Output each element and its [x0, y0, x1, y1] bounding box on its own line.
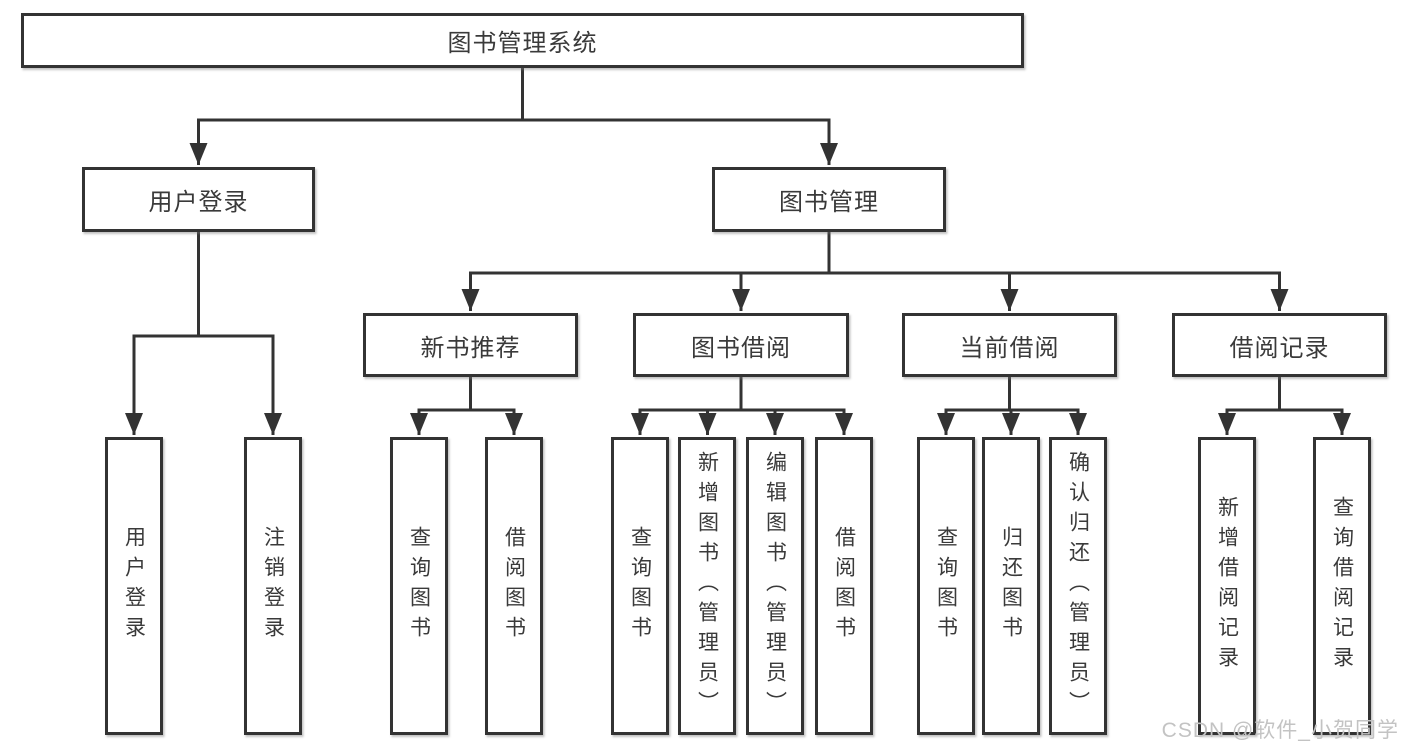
- node-book-borrow: 图书借阅: [633, 313, 849, 377]
- node-leaf-borrow-book-recommend: 借阅图书: [485, 437, 543, 735]
- node-leaf-search-book-current-label: 查询图书: [934, 526, 958, 646]
- node-leaf-borrow-book-recommend-label: 借阅图书: [502, 526, 526, 646]
- node-leaf-search-book-recommend-label: 查询图书: [407, 526, 431, 646]
- node-leaf-borrow-book-label: 借阅图书: [832, 526, 856, 646]
- node-leaf-return-book: 归还图书: [982, 437, 1040, 735]
- node-leaf-search-book-recommend: 查询图书: [390, 437, 448, 735]
- node-leaf-search-borrow-record-label: 查询借阅记录: [1330, 496, 1354, 676]
- node-leaf-search-book-borrow-label: 查询图书: [628, 526, 652, 646]
- node-leaf-search-borrow-record: 查询借阅记录: [1313, 437, 1371, 735]
- node-new-book-recommend-label: 新书推荐: [420, 334, 521, 362]
- node-current-borrow-label: 当前借阅: [959, 334, 1060, 362]
- node-leaf-add-book-admin: 新增图书（管理员）: [678, 437, 736, 735]
- node-leaf-add-book-admin-label: 新增图书（管理员）: [695, 451, 719, 721]
- node-borrow-record-label: 借阅记录: [1229, 334, 1330, 362]
- node-leaf-add-borrow-record: 新增借阅记录: [1198, 437, 1256, 735]
- node-leaf-confirm-return-admin-label: 确认归还（管理员）: [1066, 451, 1090, 721]
- node-borrow-record: 借阅记录: [1172, 313, 1387, 377]
- node-user-login-branch-label: 用户登录: [148, 189, 249, 216]
- node-leaf-logout: 注销登录: [244, 437, 302, 735]
- node-leaf-logout-label: 注销登录: [261, 526, 285, 646]
- node-leaf-user-login: 用户登录: [105, 437, 163, 735]
- node-book-management-branch: 图书管理: [712, 167, 946, 232]
- node-leaf-add-borrow-record-label: 新增借阅记录: [1215, 496, 1239, 676]
- node-current-borrow: 当前借阅: [902, 313, 1117, 377]
- node-new-book-recommend: 新书推荐: [363, 313, 578, 377]
- node-user-login-branch: 用户登录: [82, 167, 315, 232]
- node-leaf-return-book-label: 归还图书: [999, 526, 1023, 646]
- node-leaf-confirm-return-admin: 确认归还（管理员）: [1049, 437, 1107, 735]
- node-leaf-edit-book-admin: 编辑图书（管理员）: [746, 437, 804, 735]
- node-leaf-edit-book-admin-label: 编辑图书（管理员）: [763, 451, 787, 721]
- watermark: CSDN @软件_小贺同学: [1161, 719, 1399, 742]
- node-book-borrow-label: 图书借阅: [691, 334, 791, 362]
- node-leaf-user-login-label: 用户登录: [122, 526, 146, 646]
- node-leaf-borrow-book: 借阅图书: [815, 437, 873, 735]
- node-book-management-branch-label: 图书管理: [779, 189, 879, 216]
- node-leaf-search-book-current: 查询图书: [917, 437, 975, 735]
- node-root-system: 图书管理系统: [21, 13, 1024, 68]
- node-root-system-label: 图书管理系统: [447, 30, 598, 57]
- node-leaf-search-book-borrow: 查询图书: [611, 437, 669, 735]
